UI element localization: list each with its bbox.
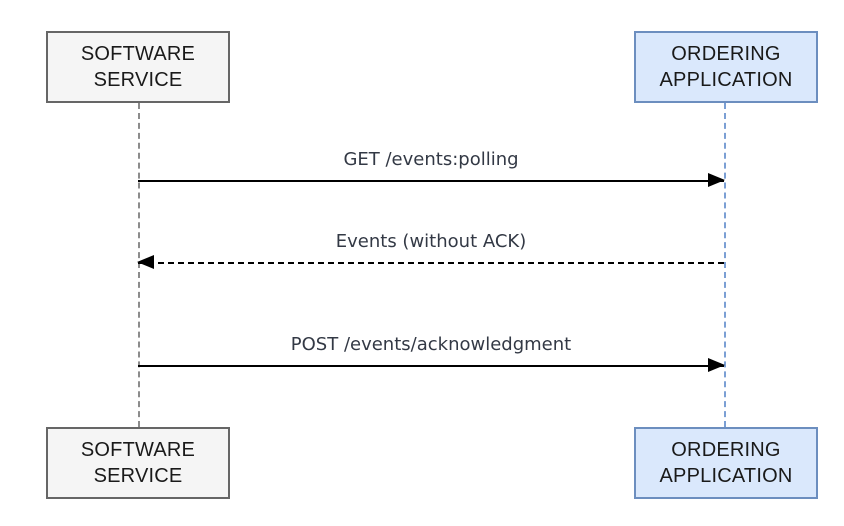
participant-ordering-application-bottom[interactable]: ORDERING APPLICATION: [634, 427, 818, 499]
participant-label-line-1: SOFTWARE: [80, 43, 196, 65]
message-label-events-without-ack: Events (without ACK): [335, 231, 527, 252]
lifeline-ordering-application: [724, 103, 726, 427]
message-label-post-events-acknowledgment: POST /events/acknowledgment: [290, 334, 572, 355]
arrowhead-left-icon: [137, 255, 154, 269]
participant-label-line-2: APPLICATION: [659, 69, 793, 91]
participant-label-line-1: ORDERING: [671, 43, 781, 65]
participant-label-line-1: SOFTWARE: [80, 439, 196, 461]
arrowhead-right-icon: [708, 173, 725, 187]
participant-label-line-2: SERVICE: [93, 465, 183, 487]
message-line: [138, 180, 724, 182]
participant-label-line-2: SERVICE: [93, 69, 183, 91]
message-label-get-events-polling: GET /events:polling: [343, 149, 519, 170]
participant-label-line-2: APPLICATION: [659, 465, 793, 487]
participant-software-service-top[interactable]: SOFTWARE SERVICE: [46, 31, 230, 103]
arrowhead-right-icon: [708, 358, 725, 372]
message-line: [138, 365, 724, 367]
participant-label-line-1: ORDERING: [671, 439, 781, 461]
participant-ordering-application-top[interactable]: ORDERING APPLICATION: [634, 31, 818, 103]
message-line: [138, 262, 724, 264]
participant-software-service-bottom[interactable]: SOFTWARE SERVICE: [46, 427, 230, 499]
